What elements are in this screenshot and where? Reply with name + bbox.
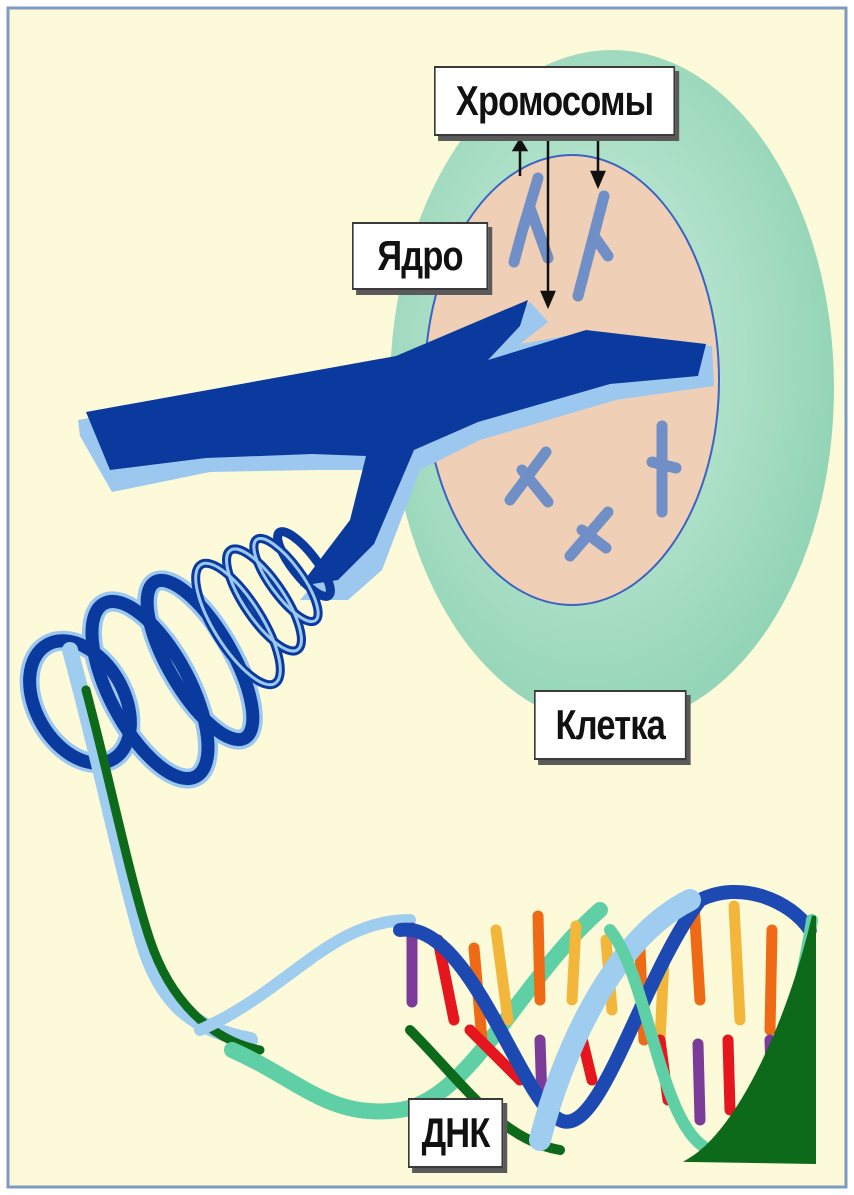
cell-label: Клетка bbox=[534, 690, 687, 760]
dna-label: ДНК bbox=[408, 1098, 503, 1168]
nucleus-label: Ядро bbox=[352, 222, 488, 290]
chromosomes-label: Хромосомы bbox=[434, 66, 675, 136]
